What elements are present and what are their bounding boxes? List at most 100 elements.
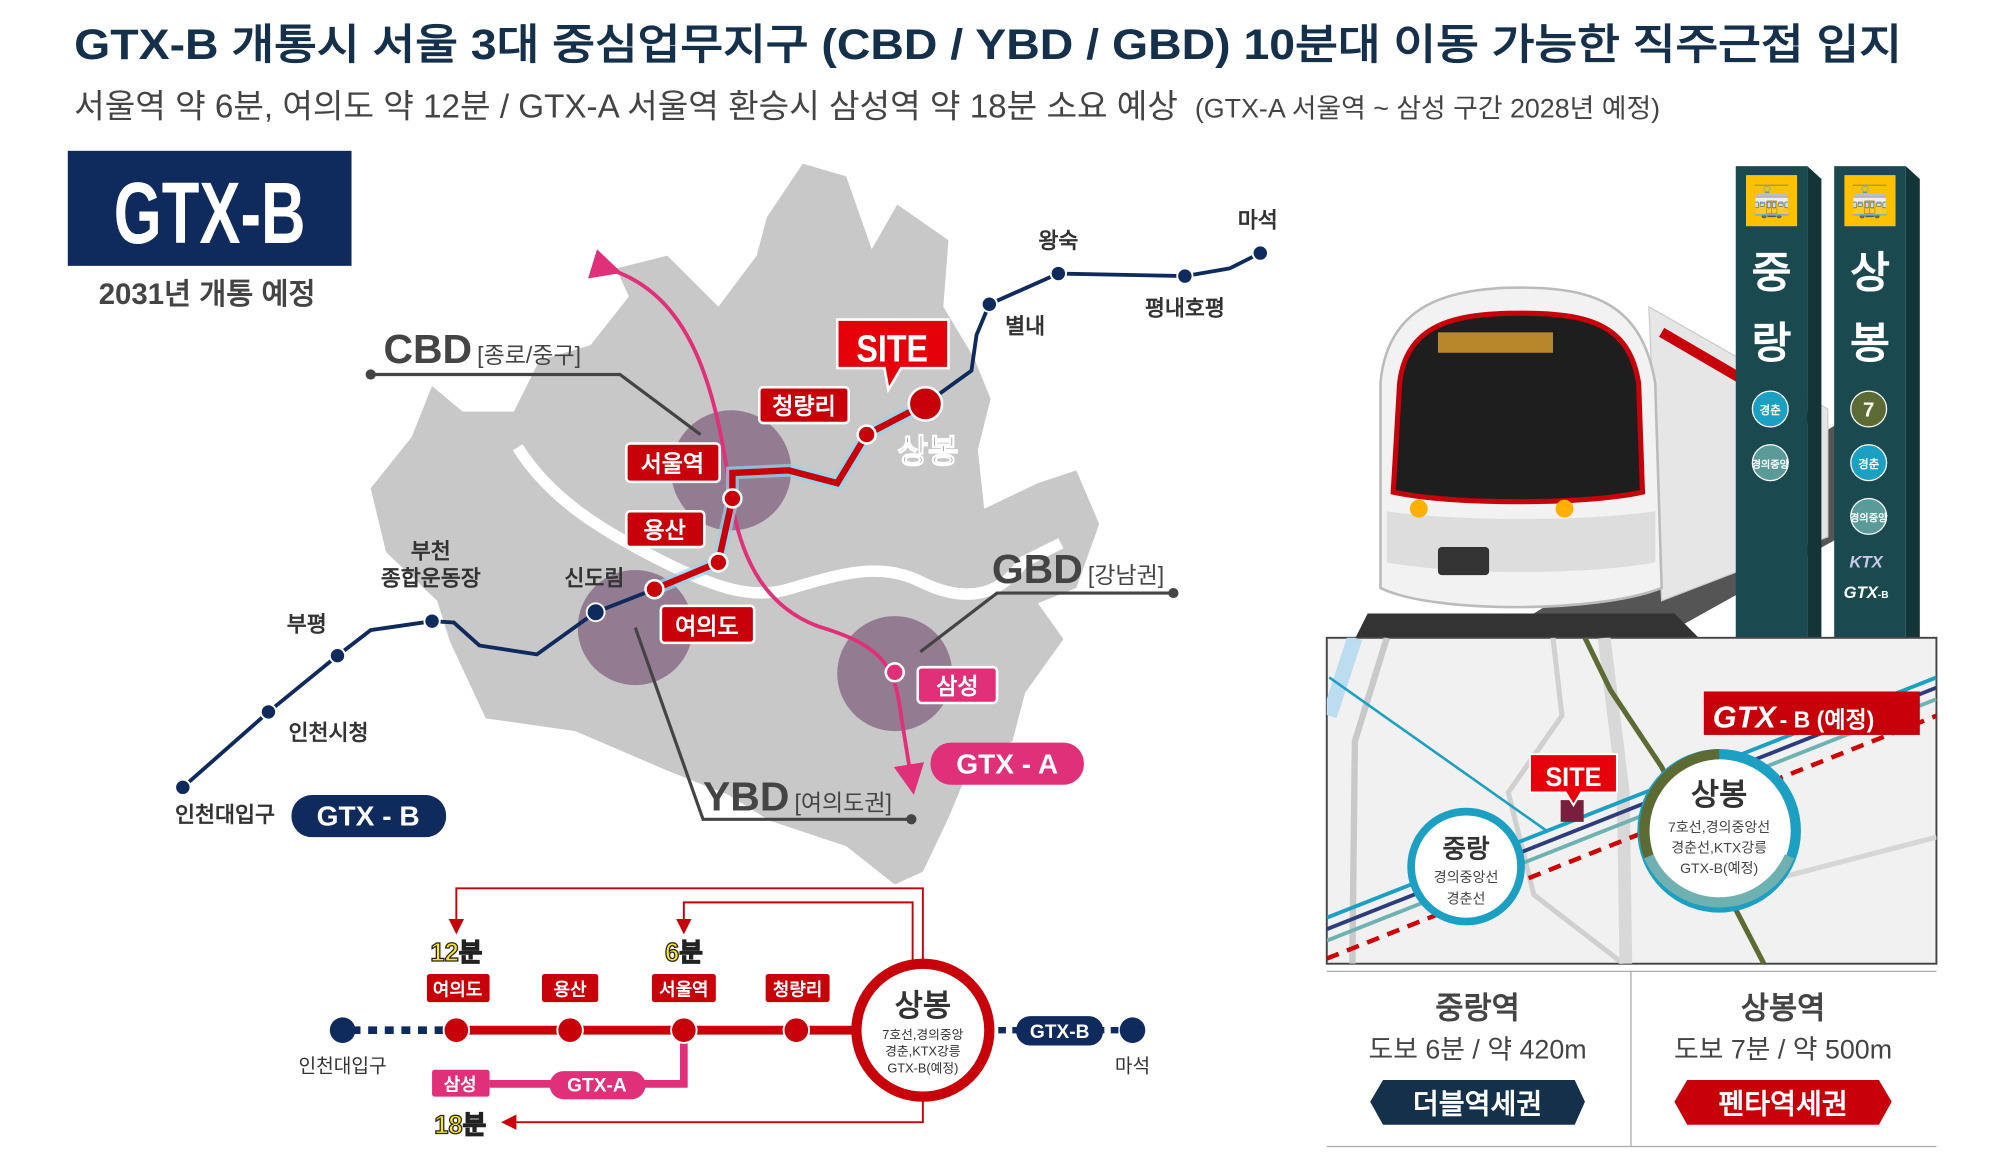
sign-gtxb-logo: GTX-B <box>1844 583 1889 602</box>
minimap-junglang-name: 중랑 <box>1443 836 1491 864</box>
sign-sangbong-char-2: 봉 <box>1850 320 1890 368</box>
cbd-leader-dot <box>365 369 376 380</box>
ybd-area: [여의도권] <box>794 789 891 815</box>
gtxb-opening: 2031년 개통 예정 <box>99 278 316 311</box>
label-sindorim: 신도림 <box>564 565 624 590</box>
label-sports-complex: 종합운동장 <box>381 565 481 590</box>
sign-sangbong: 🚋 상 봉 7 경춘 경의중앙 KTX GTX-B <box>1834 166 1920 640</box>
label-seoul-station: 서울역 <box>641 451 704 477</box>
diagram-start: 인천대입구 <box>299 1055 387 1077</box>
site-marker <box>835 318 950 394</box>
diagram-cheongnyangni: 청량리 <box>773 980 822 1000</box>
minimap-gtxb-label: GTX- B (예정) <box>1713 700 1875 734</box>
sign-sangbong-char-1: 상 <box>1850 250 1890 298</box>
tram-icon: 🚋 <box>1851 184 1889 219</box>
time-samseong: 18분 <box>434 1112 486 1140</box>
minimap-gtx-suffix: - B (예정) <box>1780 706 1875 732</box>
label-yeouido: 여의도 <box>675 613 738 639</box>
gtxb-west-line <box>181 587 656 789</box>
sign-sangbong-badge-3: 경의중앙 <box>1850 511 1888 524</box>
minimap-sangbong-name: 상봉 <box>1691 778 1747 812</box>
sangbong-label: 상봉 <box>897 434 958 471</box>
hub-line-2: 경춘,KTX강릉 <box>885 1044 961 1059</box>
diagram-gtxa: GTX-A <box>567 1076 627 1097</box>
diagram-yongsan: 용산 <box>554 980 587 1000</box>
label-maseok: 마석 <box>1238 208 1278 233</box>
info-junglang-name: 중랑역 <box>1435 992 1520 1026</box>
ybd-code: YBD <box>703 773 789 819</box>
sign-gtx-text: GTX <box>1844 583 1879 602</box>
gbd-label: GBD[강남권] <box>992 546 1164 592</box>
cbd-label: CBD[종로/중구] <box>383 326 581 372</box>
gtxa-pill <box>930 742 1084 785</box>
minimap-sangbong-line-1: 7호선,경의중앙선 <box>1668 819 1770 835</box>
minimap-sangbong-line-2: 경춘선,KTX강릉 <box>1671 840 1767 856</box>
diagram-samseong-tag <box>432 1069 490 1097</box>
gtxb-pill-label: GTX - B <box>317 801 420 832</box>
minimap-sangbong-line-3: GTX-B(예정) <box>1680 860 1758 876</box>
sign-sangbong-badge-2: 경춘 <box>1858 457 1880 471</box>
gtxb-badge-title: GTX-B <box>114 165 306 262</box>
gbd-leader-dot <box>1168 587 1179 599</box>
site-label: SITE <box>856 328 928 371</box>
info-sangbong-tag: 펜타역세권 <box>1718 1088 1847 1119</box>
label-bupyeong: 부평 <box>287 611 327 636</box>
gtxb-pill <box>291 795 447 838</box>
diagram-seoul: 서울역 <box>659 980 708 1000</box>
label-yongsan: 용산 <box>644 517 686 543</box>
label-incheon-cityhall: 인천시청 <box>289 720 369 745</box>
sign-sangbong-badge-1: 7 <box>1863 399 1874 422</box>
diagram-gtxb: GTX-B <box>1030 1022 1090 1043</box>
subtitle-note: (GTX-A 서울역 ~ 삼성 구간 2028년 예정) <box>1195 94 1660 124</box>
info-junglang-tag: 더블역세권 <box>1413 1088 1542 1119</box>
hub-name: 상봉 <box>895 989 951 1023</box>
gtxa-line <box>587 249 925 795</box>
sign-junglang: 🚋 중 랑 경춘 경의중앙 <box>1735 166 1822 640</box>
diagram-gtxa-pill <box>549 1071 646 1100</box>
gbd-code: GBD <box>992 546 1083 592</box>
gtxa-pill-label: GTX - A <box>956 748 1058 779</box>
diagram-samseong: 삼성 <box>444 1074 477 1094</box>
diagram-yeouido: 여의도 <box>433 980 482 1000</box>
label-pyeongnae: 평내호평 <box>1145 296 1225 321</box>
label-bucheon: 부천 <box>411 539 451 564</box>
cbd-code: CBD <box>383 326 472 372</box>
info-junglang-tag-bg <box>1370 1080 1585 1125</box>
gtxb-east-line <box>924 251 1262 406</box>
page-subtitle: 서울역 약 6분, 여의도 약 12분 / GTX-A 서울역 환승시 삼성역 … <box>74 89 1660 126</box>
page-title: GTX-B 개통시 서울 3대 중심업무지구 (CBD / YBD / GBD)… <box>74 21 1902 68</box>
info-sangbong-tag-bg <box>1674 1080 1892 1125</box>
label-incheon-univ: 인천대입구 <box>175 802 275 827</box>
sign-ktx-logo: KTX <box>1850 552 1884 571</box>
red-station-dots <box>644 386 944 600</box>
subtitle-main: 서울역 약 6분, 여의도 약 12분 / GTX-A 서울역 환승시 삼성역 … <box>74 89 1178 126</box>
minimap-junglang-line-1: 경의중앙선 <box>1434 869 1499 885</box>
label-cheongnyangni: 청량리 <box>772 393 835 419</box>
route-diagram <box>329 887 1146 1130</box>
diagram-station-tags <box>426 973 830 1003</box>
gtxb-badge <box>67 150 352 266</box>
minimap-junglang-line-2: 경춘선 <box>1447 891 1486 907</box>
sign-junglang-char-2: 랑 <box>1752 320 1792 368</box>
label-byeollae: 별내 <box>1005 314 1045 339</box>
samseong-dot <box>884 662 905 683</box>
red-station-labels: 청량리 서울역 용산 여의도 삼성 <box>625 386 999 705</box>
sign-junglang-badge-2: 경의중앙 <box>1751 458 1789 471</box>
sign-junglang-badge-1: 경춘 <box>1760 403 1782 417</box>
info-sangbong-walk: 도보 7분 / 약 500m <box>1674 1034 1892 1064</box>
info-junglang-walk: 도보 6분 / 약 420m <box>1369 1034 1587 1064</box>
diagram-end: 마석 <box>1115 1055 1150 1077</box>
sign-b-text: -B <box>1878 590 1889 601</box>
sign-junglang-char-1: 중 <box>1752 250 1792 298</box>
minimap-gtx-text: GTX <box>1713 700 1778 734</box>
ybd-leader-dot <box>906 814 917 825</box>
station-dots <box>174 244 1269 796</box>
cbd-area: [종로/중구] <box>477 342 581 368</box>
gbd-area: [강남권] <box>1088 562 1164 588</box>
label-wangsuk: 왕숙 <box>1038 228 1078 253</box>
gbd-leader <box>919 591 1174 654</box>
minimap-site: SITE <box>1545 762 1601 792</box>
tram-icon: 🚋 <box>1752 184 1790 219</box>
label-samseong: 삼성 <box>936 673 978 699</box>
